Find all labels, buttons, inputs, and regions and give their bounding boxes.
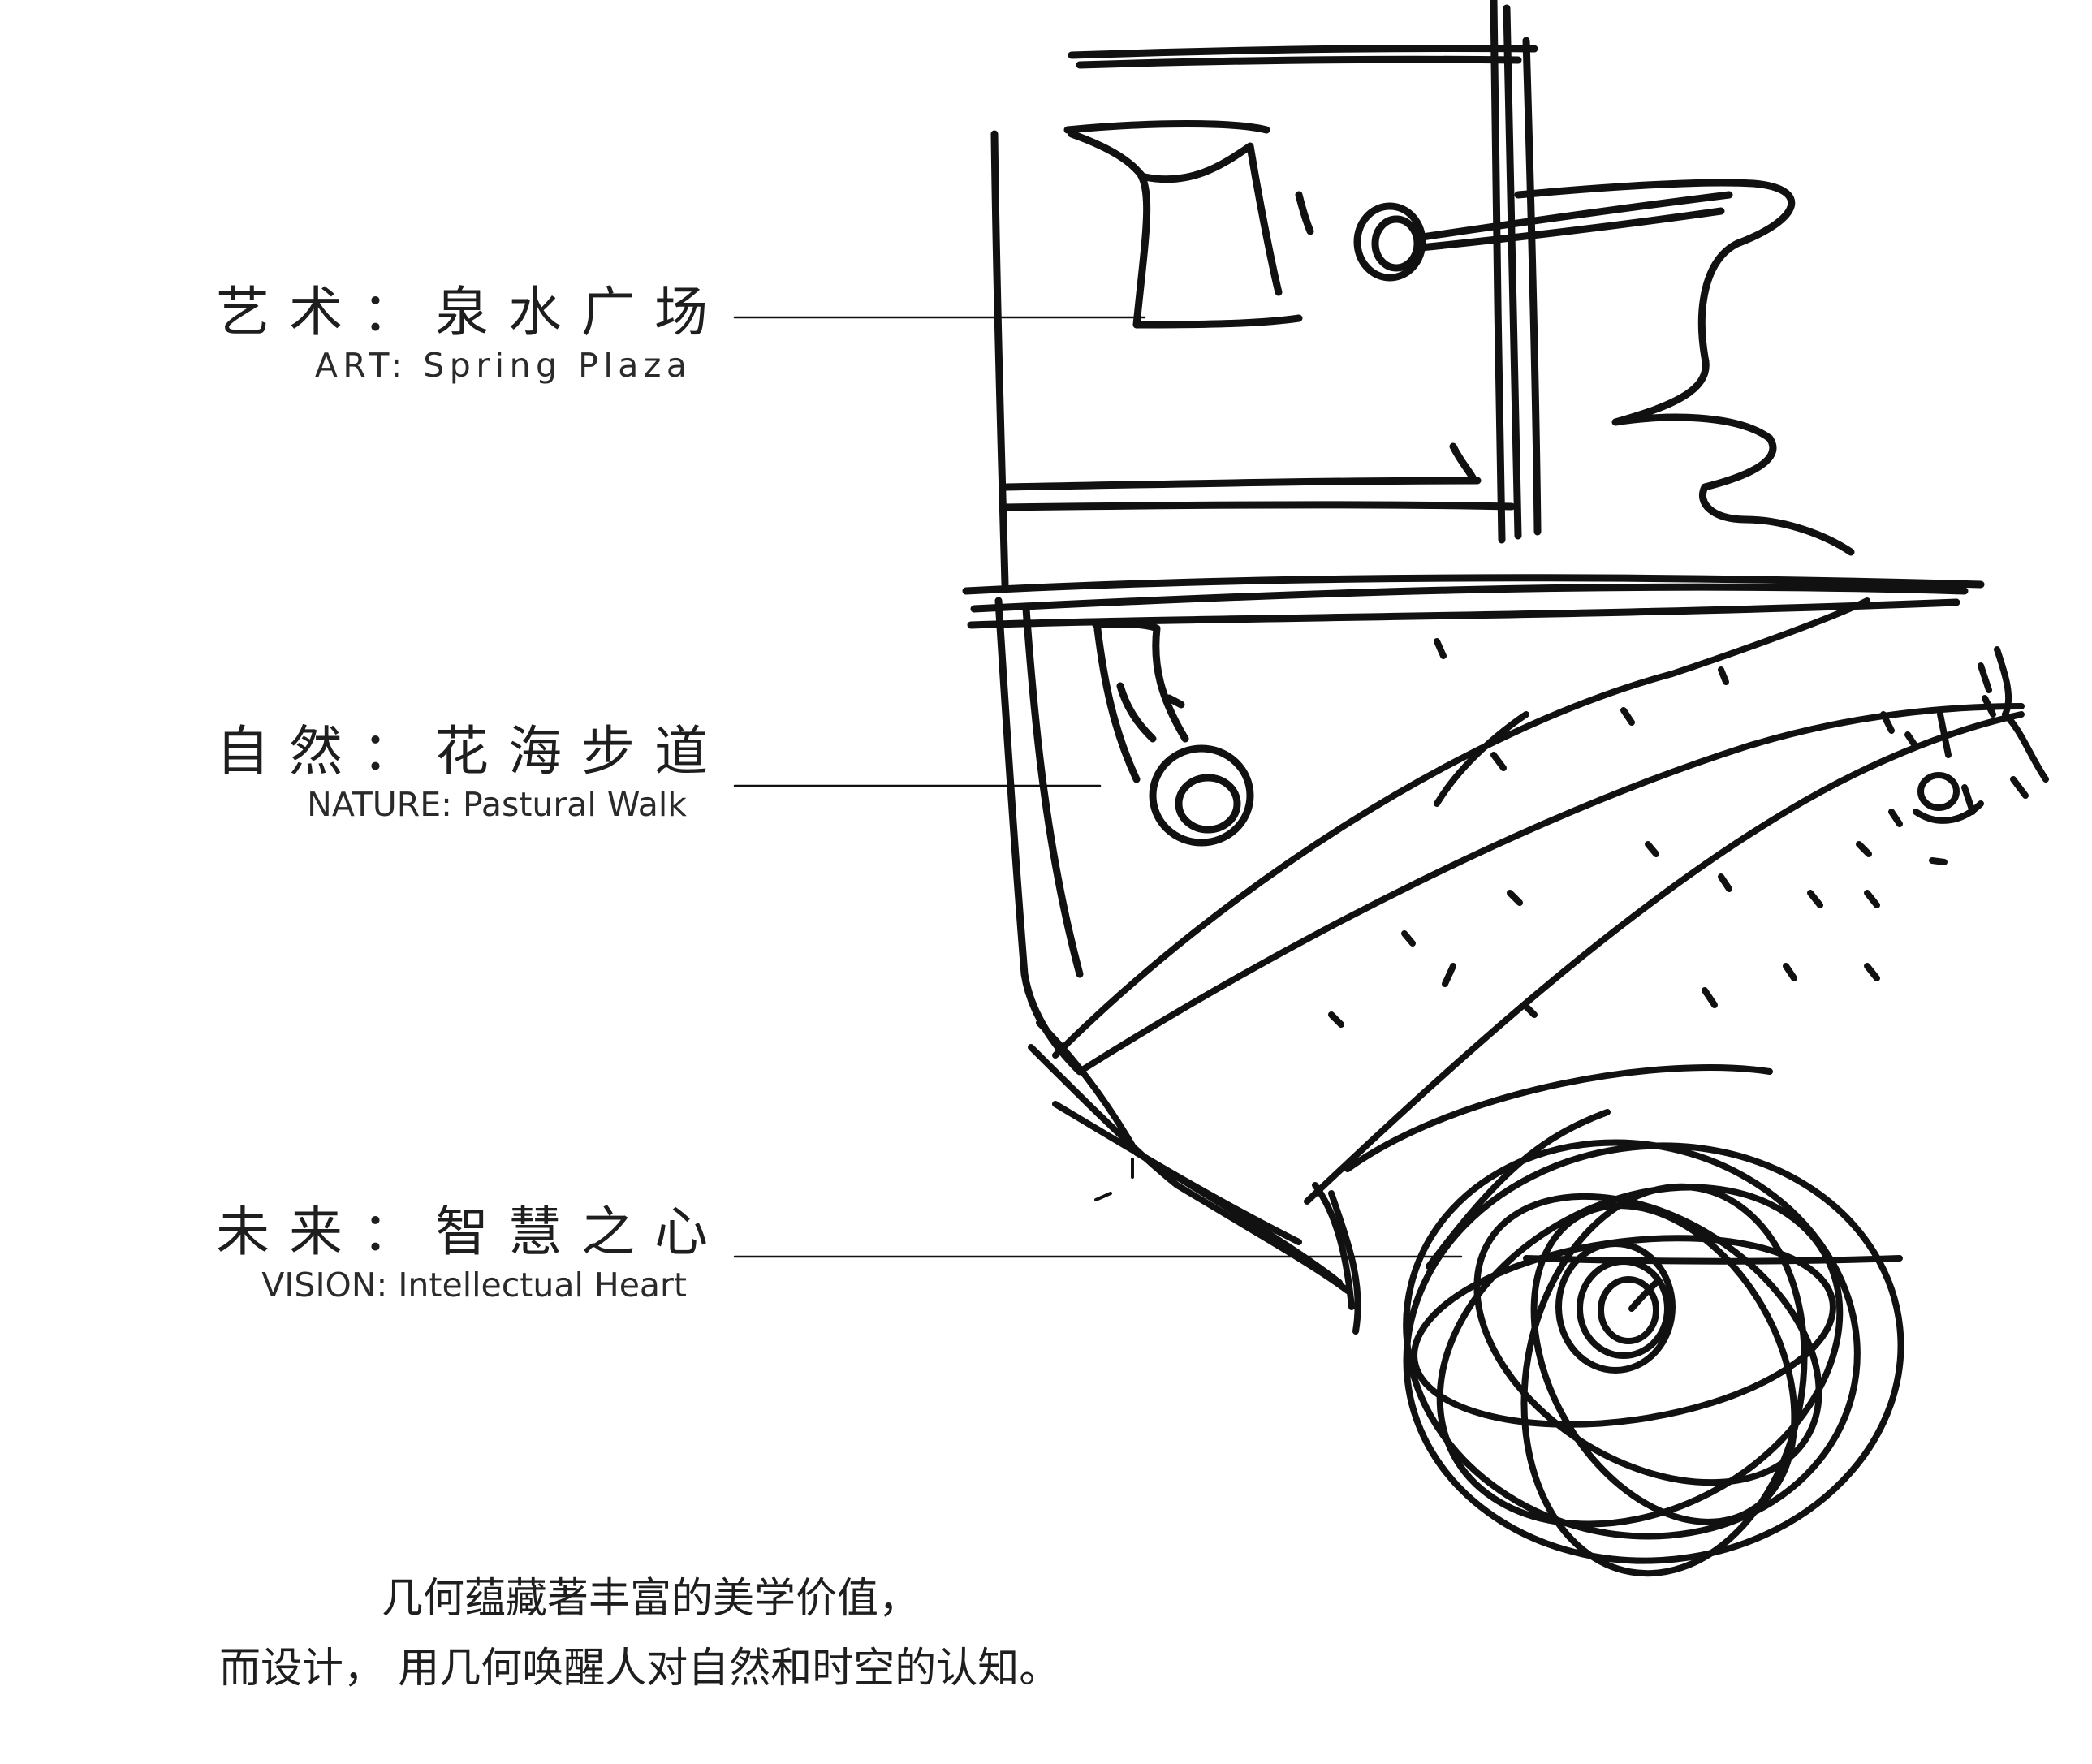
- caption-line-1: 几何蕴藏著丰富的美学价值，: [382, 1575, 921, 1623]
- label-art: 艺术：泉水广场 ART: Spring Plaza: [216, 280, 708, 386]
- intellectual-heart-sketch: [1344, 1064, 1904, 1577]
- caption-line-2: 而设计， 用几何唤醒人对自然和时空的认知。: [219, 1645, 1061, 1693]
- label-art-cn: 艺术：泉水广场: [216, 281, 727, 343]
- junction-marks-sketch: [1094, 1158, 1134, 1201]
- nature-vase-sketch: [1092, 620, 1254, 847]
- label-nature-cn: 自然：花海步道: [216, 720, 727, 783]
- label-vision-cn: 未来：智慧之心: [216, 1201, 727, 1263]
- flower-dots-sketch: [1328, 638, 2029, 1028]
- organic-outline-sketch: [1514, 179, 1855, 556]
- flower-cluster-sketch: [1913, 711, 2049, 824]
- label-art-en: ART: Spring Plaza: [314, 346, 692, 385]
- label-vision: 未来：智慧之心 VISION: Intellectual Heart: [216, 1200, 708, 1305]
- label-vision-en: VISION: Intellectual Heart: [261, 1266, 687, 1305]
- leader-lines: [733, 316, 1463, 1258]
- spring-plaza-sketch: [990, 0, 1542, 589]
- fountain-sketch: [1295, 191, 1733, 282]
- label-nature-en: NATURE: Pastural Walk: [307, 785, 687, 824]
- label-nature: 自然：花海步道 NATURE: Pastural Walk: [216, 719, 708, 825]
- flower-sea-paths-sketch: [1028, 597, 2025, 1335]
